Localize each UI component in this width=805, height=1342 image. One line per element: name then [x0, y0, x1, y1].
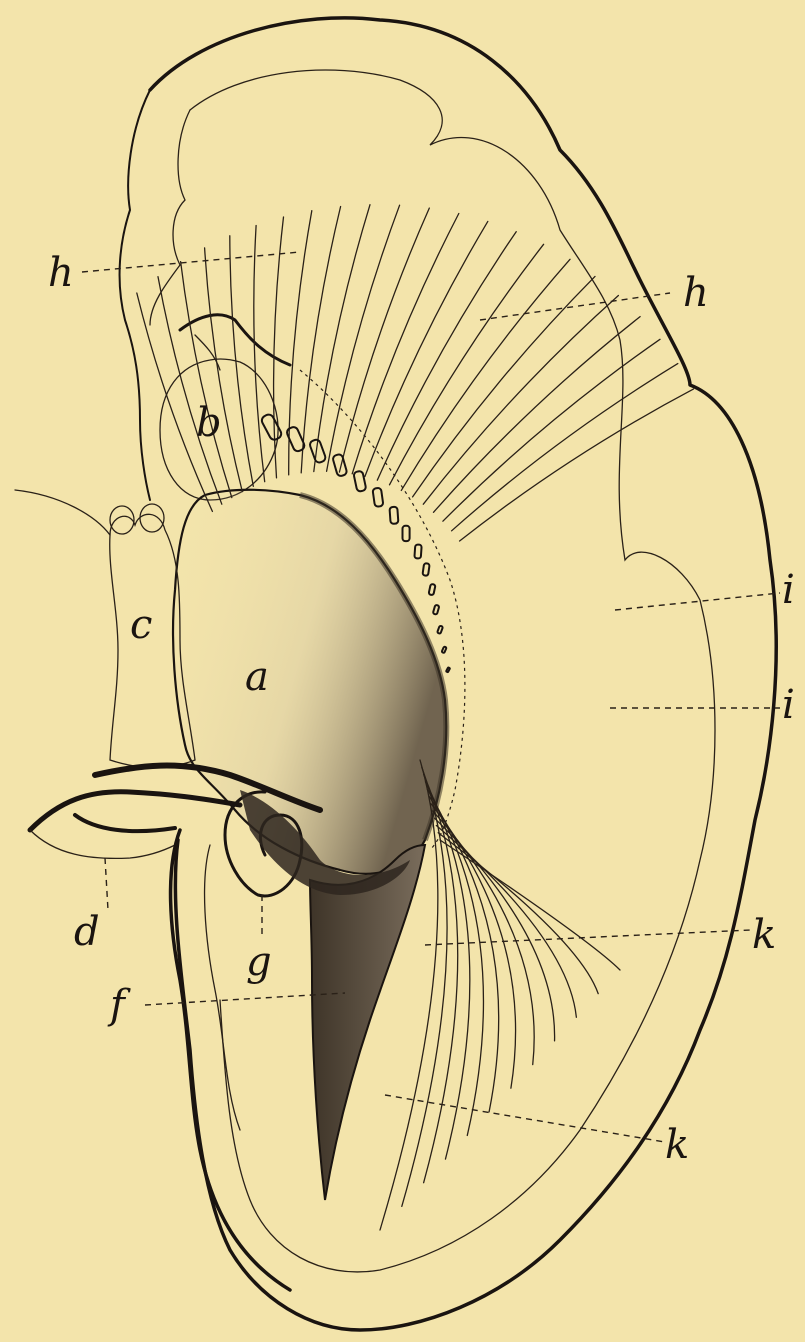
- fibre-line: [440, 840, 620, 970]
- pore: [437, 626, 443, 634]
- fibre-line: [230, 236, 254, 486]
- leader-d: [105, 858, 108, 910]
- fibre-line: [443, 339, 660, 521]
- label-d: d: [74, 909, 100, 955]
- leader-h-left: [82, 252, 300, 272]
- pore: [433, 605, 440, 615]
- label-f: f: [107, 982, 131, 1028]
- label-c: c: [130, 602, 152, 648]
- dark-wedge: [310, 845, 425, 1200]
- label-h-right: h: [683, 270, 709, 316]
- frontal-notch-inner: [195, 335, 220, 370]
- frontal-outline: [120, 90, 150, 500]
- temporal-inner: [205, 845, 240, 1130]
- pore: [332, 454, 347, 477]
- pore: [422, 563, 429, 576]
- fibre-line: [254, 226, 265, 482]
- pore: [353, 471, 366, 492]
- pore: [372, 488, 383, 507]
- pore: [429, 584, 436, 595]
- temporal-outline: [171, 830, 290, 1290]
- fibre-line: [434, 317, 641, 513]
- fibre-line: [452, 364, 678, 531]
- fold-d-lower: [75, 815, 175, 831]
- label-k-lower: k: [665, 1122, 689, 1168]
- fibre-line: [352, 214, 459, 474]
- pore: [446, 667, 450, 672]
- fibre-line: [314, 205, 370, 472]
- label-b: b: [196, 400, 222, 446]
- fibre-line: [460, 389, 694, 541]
- pore: [414, 544, 421, 558]
- frontal-inner-fold: [150, 110, 190, 325]
- structure-d-base: [30, 830, 175, 858]
- structure-c-nub-left: [110, 506, 134, 534]
- structure-c-nub-right: [140, 504, 164, 532]
- label-h-left: h: [48, 250, 74, 296]
- label-a: a: [245, 654, 269, 700]
- pore: [260, 413, 283, 442]
- fibre-line: [377, 232, 516, 481]
- structure-a: [173, 490, 446, 874]
- label-i-lower: i: [782, 682, 795, 728]
- label-i-upper: i: [782, 567, 795, 613]
- fibre-line: [327, 205, 400, 471]
- pore: [389, 507, 398, 524]
- label-k-upper: k: [752, 912, 776, 958]
- fold-d-middle: [30, 792, 240, 830]
- pore: [403, 526, 410, 541]
- pore: [442, 646, 447, 653]
- label-g: g: [246, 939, 272, 985]
- fibre-line: [431, 804, 516, 1089]
- fibre-line: [438, 833, 598, 994]
- left-stub: [15, 490, 110, 535]
